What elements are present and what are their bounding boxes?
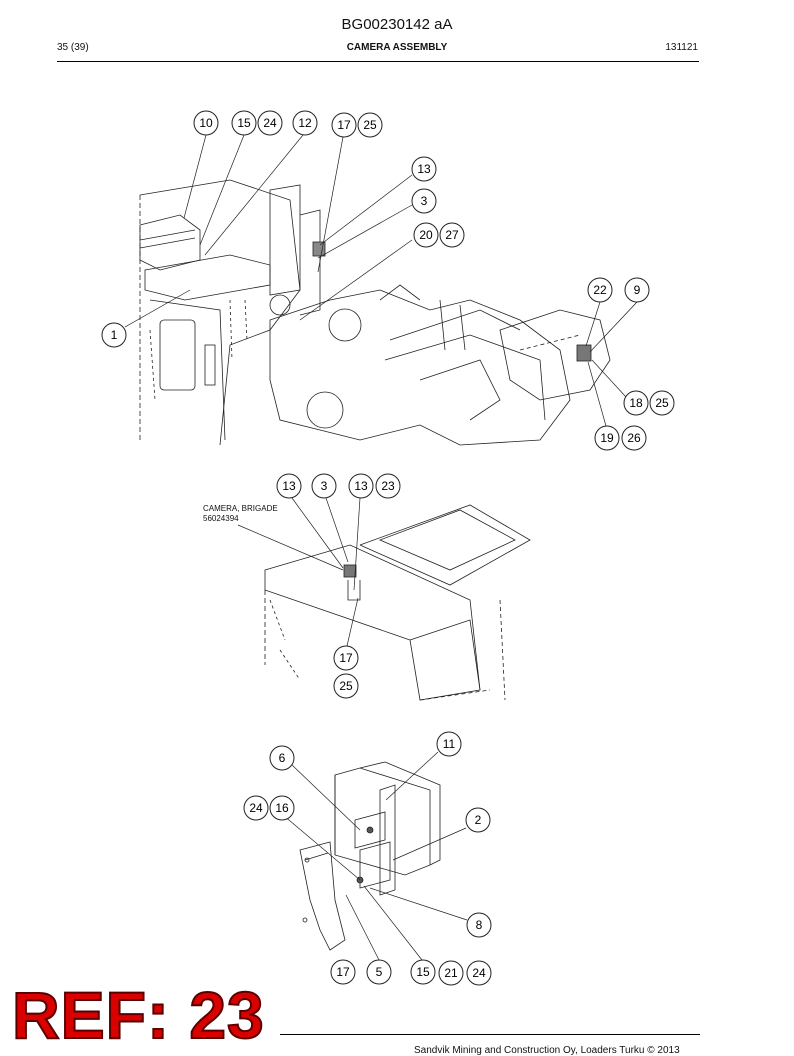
svg-text:17: 17: [336, 965, 350, 979]
callout-26: 26: [621, 425, 647, 451]
svg-text:3: 3: [421, 194, 428, 208]
svg-text:10: 10: [199, 116, 213, 130]
callout-9: 9: [624, 277, 650, 303]
callout-24: 24: [243, 795, 269, 821]
svg-text:19: 19: [600, 431, 614, 445]
document-id: BG00230142 aA: [341, 16, 453, 33]
callout-15: 15: [231, 110, 257, 136]
callout-6: 6: [269, 745, 295, 771]
view2-illustration: [264, 504, 531, 701]
svg-text:26: 26: [627, 431, 641, 445]
svg-text:8: 8: [476, 918, 483, 932]
callout-3: 3: [311, 473, 337, 499]
svg-text:23: 23: [381, 479, 395, 493]
callout-25: 25: [333, 673, 359, 699]
view2-callouts: 13 3 13 23 17 25: [276, 473, 401, 699]
callout-21: 21: [438, 960, 464, 986]
camera-part-label: CAMERA, BRIGADE: [203, 504, 278, 513]
svg-text:21: 21: [444, 966, 458, 980]
svg-text:11: 11: [443, 737, 456, 751]
callout-2: 2: [465, 807, 491, 833]
document-date: 131121: [665, 42, 698, 53]
svg-text:24: 24: [249, 801, 263, 815]
callout-16: 16: [269, 795, 295, 821]
view2-leaders: [237, 497, 361, 647]
svg-text:13: 13: [354, 479, 368, 493]
svg-text:1: 1: [111, 328, 118, 342]
callout-17: 17: [330, 959, 356, 985]
svg-text:13: 13: [417, 162, 431, 176]
svg-text:24: 24: [263, 116, 277, 130]
svg-text:13: 13: [282, 479, 296, 493]
view1-leaders: [124, 134, 638, 427]
svg-text:16: 16: [275, 801, 289, 815]
svg-text:27: 27: [445, 228, 459, 242]
svg-text:5: 5: [376, 965, 383, 979]
svg-text:25: 25: [363, 118, 377, 132]
svg-text:6: 6: [279, 751, 286, 765]
svg-text:18: 18: [629, 396, 643, 410]
callout-13: 13: [276, 473, 302, 499]
callout-25b: 25: [649, 390, 675, 416]
view1-illustration: [139, 179, 611, 446]
page-number: 35 (39): [57, 42, 89, 53]
svg-text:17: 17: [339, 651, 353, 665]
svg-text:17: 17: [337, 118, 351, 132]
callout-24: 24: [257, 110, 283, 136]
view1-callouts: 10 15 24 12 17 25 13 3 20 27 1 22 9 18 2…: [101, 110, 675, 451]
svg-text:20: 20: [419, 228, 433, 242]
callout-18: 18: [623, 390, 649, 416]
header-rule: [57, 61, 699, 62]
page-title: CAMERA ASSEMBLY: [346, 42, 448, 53]
callout-1: 1: [101, 322, 127, 348]
callout-13: 13: [411, 156, 437, 182]
callout-25: 25: [357, 112, 383, 138]
svg-text:12: 12: [298, 116, 312, 130]
svg-text:24: 24: [472, 966, 486, 980]
svg-text:3: 3: [321, 479, 328, 493]
svg-text:9: 9: [634, 283, 641, 297]
callout-12: 12: [292, 110, 318, 136]
callout-17: 17: [333, 645, 359, 671]
svg-text:22: 22: [593, 283, 607, 297]
callout-19: 19: [594, 425, 620, 451]
callout-22: 22: [587, 277, 613, 303]
callout-17: 17: [331, 112, 357, 138]
callout-24b: 24: [466, 960, 492, 986]
callout-8: 8: [466, 912, 492, 938]
callout-5: 5: [366, 959, 392, 985]
callout-20: 20: [413, 222, 439, 248]
footer-copyright: Sandvik Mining and Construction Oy, Load…: [414, 1045, 680, 1056]
svg-text:25: 25: [339, 679, 353, 693]
view3-callouts: 11 6 24 16 2 8 17 5 15 21 24: [243, 731, 492, 986]
reference-stamp: REF: 23: [11, 978, 265, 1052]
footer-rule: [280, 1034, 700, 1035]
svg-text:15: 15: [416, 965, 430, 979]
svg-text:2: 2: [475, 813, 482, 827]
svg-text:25: 25: [655, 396, 669, 410]
callout-13b: 13: [348, 473, 374, 499]
callout-3: 3: [411, 188, 437, 214]
callout-23: 23: [375, 473, 401, 499]
callout-27: 27: [439, 222, 465, 248]
callout-15: 15: [410, 959, 436, 985]
callout-11: 11: [436, 731, 462, 757]
callout-10: 10: [193, 110, 219, 136]
camera-part-number: 56024394: [203, 514, 239, 523]
view3-illustration: [299, 761, 441, 951]
svg-text:15: 15: [237, 116, 251, 130]
view3-leaders: [282, 751, 468, 961]
